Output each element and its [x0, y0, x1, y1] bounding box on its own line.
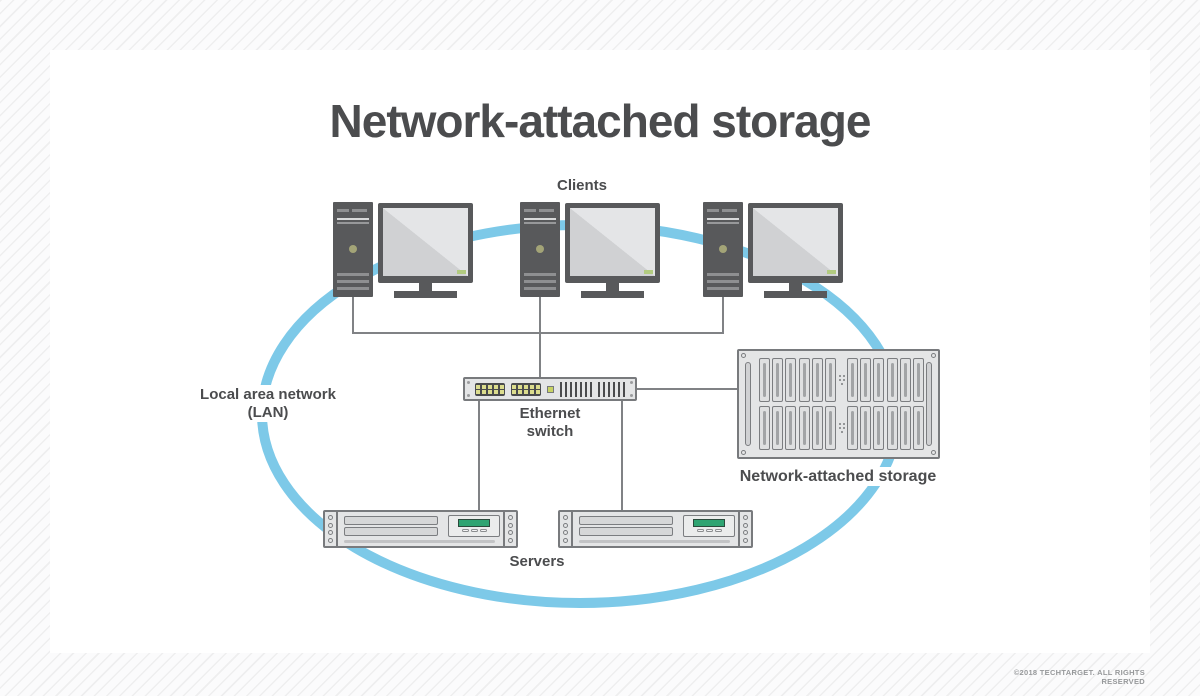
nas-rail-right	[926, 362, 932, 446]
monitor-screen	[753, 208, 838, 276]
server-bracket-left	[325, 512, 338, 546]
nas-drive-bay-quadrant	[847, 406, 924, 450]
server-bracket-right	[503, 512, 516, 546]
client-computer-3	[703, 200, 848, 300]
lan-label: Local area network (LAN)	[178, 385, 358, 422]
server-buttons	[449, 529, 499, 532]
power-button-dot	[719, 245, 727, 253]
server-display	[693, 519, 725, 527]
server-front	[338, 512, 503, 546]
nas-drive-bay-quadrant	[759, 406, 836, 450]
nas-drive-bay-quadrant	[847, 358, 924, 402]
ethernet-switch-icon	[463, 377, 637, 401]
lan-label-line2: (LAN)	[243, 403, 293, 422]
copyright-note: ©2018 TECHTARGET. ALL RIGHTS RESERVED	[1013, 668, 1145, 686]
server-drive-bay	[579, 516, 673, 525]
screen-badge	[457, 270, 466, 274]
client-tower-icon	[333, 202, 373, 297]
monitor-neck	[419, 283, 432, 292]
server-drive-bay	[344, 516, 438, 525]
server-vent-strip	[579, 540, 730, 543]
server-bracket-right	[738, 512, 751, 546]
nas-label: Network-attached storage	[723, 467, 953, 486]
server-control-panel	[448, 515, 500, 537]
client-tower-icon	[703, 202, 743, 297]
nas-led-dots	[838, 415, 846, 441]
client-tower-icon	[520, 202, 560, 297]
client-monitor-icon	[378, 203, 473, 283]
page-title: Network-attached storage	[329, 95, 872, 147]
switch-label-line2: switch	[526, 423, 574, 440]
switch-port-bank-1	[475, 382, 506, 396]
switch-led	[547, 385, 554, 393]
client-monitor-icon	[748, 203, 843, 283]
server-control-panel	[683, 515, 735, 537]
nas-rail-left	[745, 362, 751, 446]
nas-drive-bay-quadrant	[759, 358, 836, 402]
server-front	[573, 512, 738, 546]
monitor-screen	[570, 208, 655, 276]
server-vent-strip	[344, 540, 495, 543]
server-icon-1	[323, 510, 518, 548]
switch-port-bank-2	[511, 382, 542, 396]
nas-icon	[737, 349, 940, 459]
switch-vent-slats-2	[598, 381, 625, 397]
screen-badge	[644, 270, 653, 274]
client-monitor-icon	[565, 203, 660, 283]
ethernet-switch-label: Ethernet switch	[500, 405, 600, 441]
nas-led-dots	[838, 367, 846, 393]
monitor-screen	[383, 208, 468, 276]
server-display	[458, 519, 490, 527]
clients-label: Clients	[556, 177, 607, 194]
monitor-neck	[606, 283, 619, 292]
switch-vent-slats-1	[560, 381, 592, 397]
monitor-base	[581, 291, 644, 298]
screen-badge	[827, 270, 836, 274]
servers-label: Servers	[509, 553, 565, 570]
power-button-dot	[349, 245, 357, 253]
monitor-base	[764, 291, 827, 298]
server-icon-2	[558, 510, 753, 548]
lan-label-line1: Local area network	[196, 385, 340, 404]
monitor-base	[394, 291, 457, 298]
monitor-neck	[789, 283, 802, 292]
power-button-dot	[536, 245, 544, 253]
switch-label-line1: Ethernet	[519, 405, 581, 422]
server-drive-bay	[579, 527, 673, 536]
client-computer-2	[520, 200, 665, 300]
server-drive-bay	[344, 527, 438, 536]
server-buttons	[684, 529, 734, 532]
server-bracket-left	[560, 512, 573, 546]
client-computer-1	[333, 200, 478, 300]
